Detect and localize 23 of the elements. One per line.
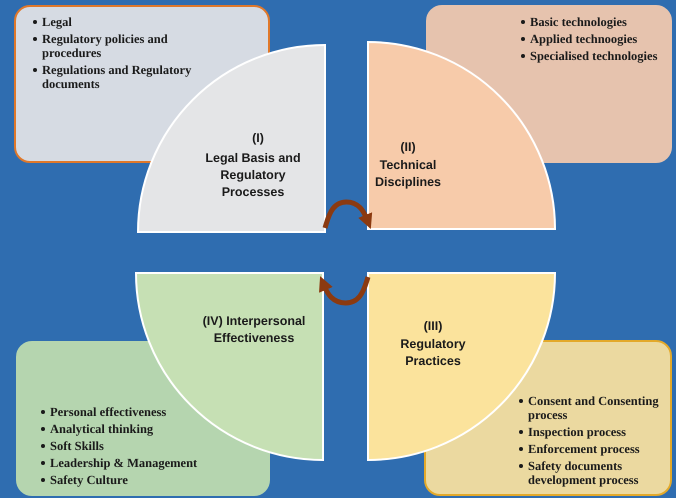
bullet-item: Basic technologies: [530, 15, 627, 29]
section-number: (II): [399, 139, 417, 156]
bullet-item: Enforcement process: [528, 442, 640, 456]
bullet-item: Safety Culture: [50, 473, 128, 487]
section-title: Regulatory Practices: [399, 336, 467, 370]
section-number: (I): [251, 130, 265, 147]
bullet-item: Legal: [42, 15, 72, 29]
bullet-item: Specialised technologies: [530, 49, 658, 63]
curved-arrow: [322, 200, 372, 229]
section-number: (III): [422, 318, 444, 335]
bullet-item: Regulatory policies and procedures: [42, 32, 168, 60]
bullet-item: Applied technoogies: [530, 32, 638, 46]
section-title: Legal Basis and Regulatory Processes: [204, 150, 302, 201]
bullet-item: Soft Skills: [50, 439, 104, 453]
bullet-item: Regulations and Regulatory documents: [42, 63, 192, 91]
bullet-item: Safety documents development process: [528, 459, 639, 487]
bullet-item: Inspection process: [528, 425, 626, 439]
bullet-item: Personal effectiveness: [50, 405, 166, 419]
bullet-item: Analytical thinking: [50, 422, 154, 436]
section-title: (IV) Interpersonal Effectiveness: [202, 313, 306, 347]
section-title: Technical Disciplines: [374, 157, 442, 191]
bullet-item: Consent and Consenting process: [528, 394, 659, 422]
bullet-item: Leadership & Management: [50, 456, 198, 470]
